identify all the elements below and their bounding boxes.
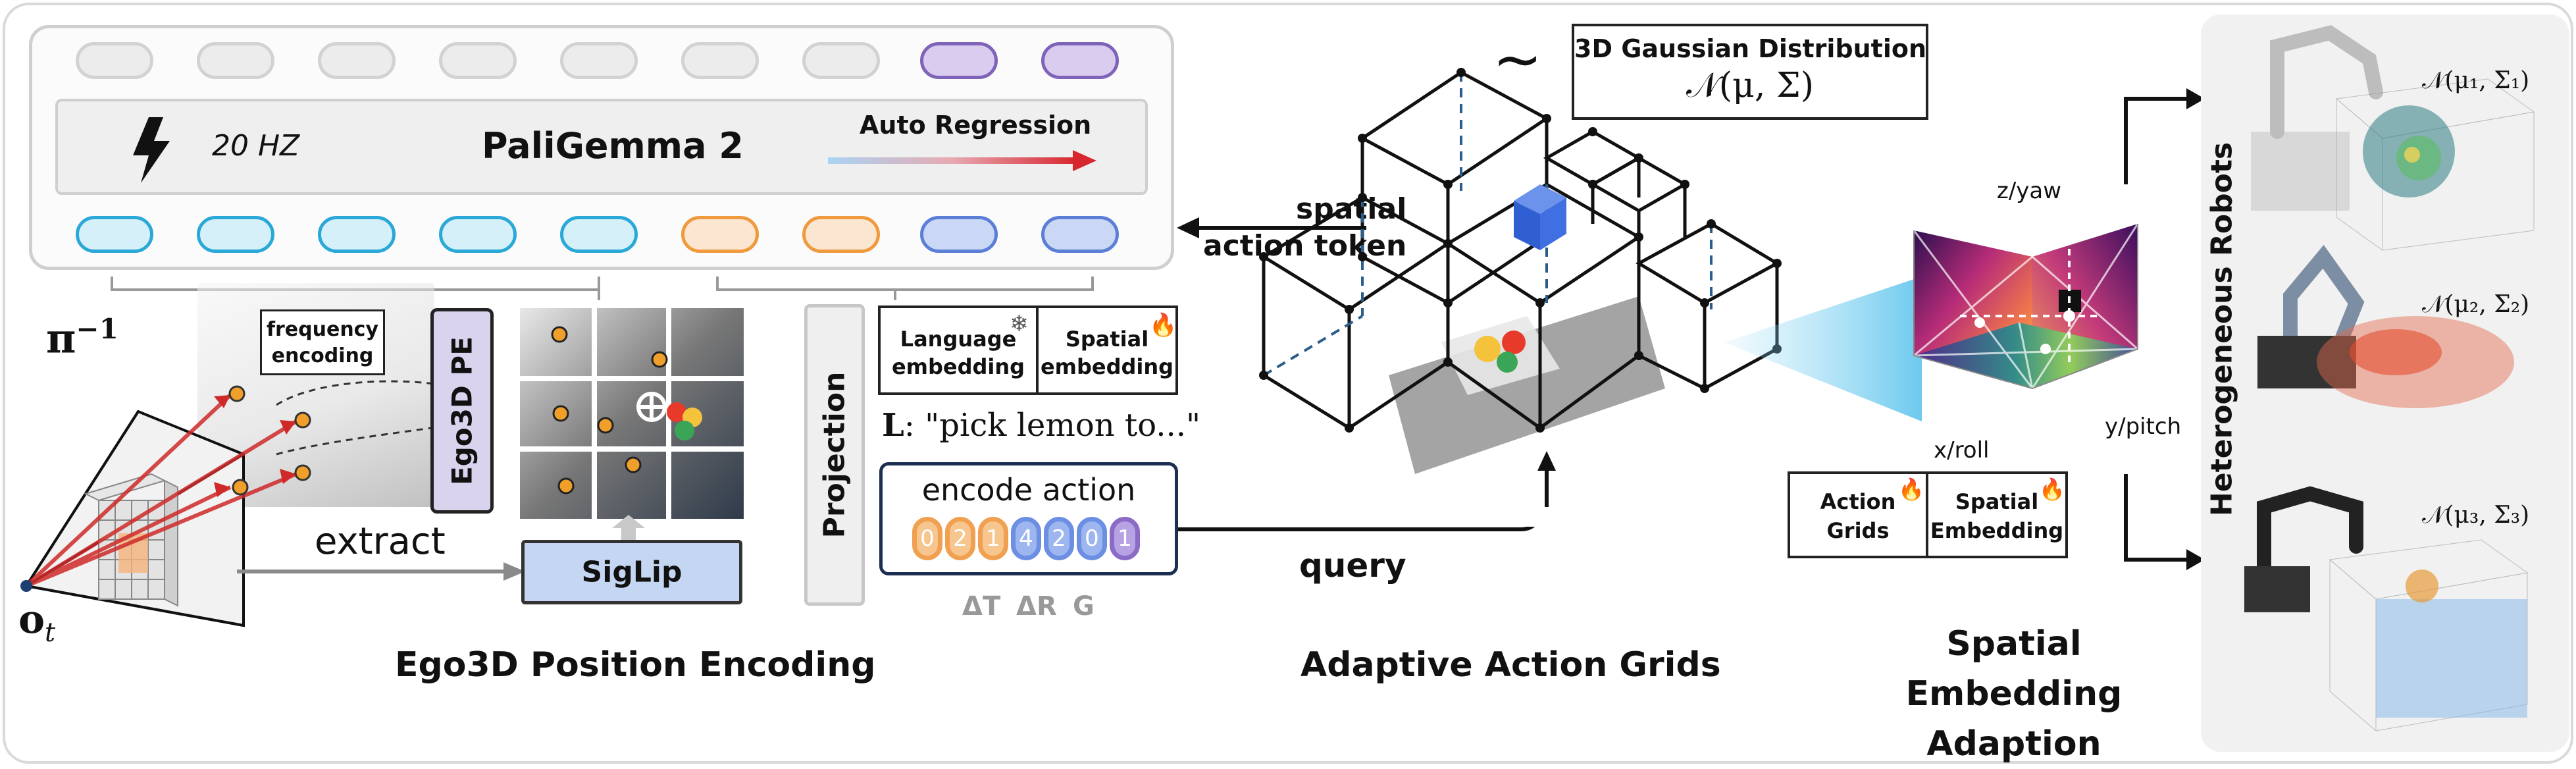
action-token: 0: [912, 517, 942, 560]
inverse-projection-symbol: π−1: [46, 313, 118, 363]
axis-z-label: z/yaw: [1997, 178, 2062, 204]
output-action-token: [920, 42, 998, 79]
instruction-text: L: "pick lemon to...": [882, 407, 1200, 444]
adaption-embedding-box: Action Grids 🔥 Spatial Embedding 🔥: [1788, 471, 2068, 558]
siglip-label: SigLip: [581, 555, 683, 589]
projection-label: Projection: [817, 371, 852, 539]
camera-frustum-diagram: [20, 385, 311, 627]
ego3d-pe-box: Ego3D PE: [430, 308, 494, 514]
selected-grid-cell: [1514, 184, 1566, 250]
instruction-prefix: L: [882, 407, 904, 444]
adaptive-grid-cubes: [1259, 68, 1782, 507]
action-token: 0: [1077, 517, 1107, 560]
query-label: query: [1299, 546, 1406, 585]
figure-frame: [3, 3, 2573, 764]
ego3d-section-title: Ego3D Position Encoding: [395, 645, 876, 685]
axis-y-label: y/pitch: [2105, 413, 2182, 440]
paligemma-bar: [55, 99, 1148, 195]
axis-x-label: x/roll: [1934, 437, 1990, 464]
pi-superscript: −1: [76, 313, 118, 345]
extract-label: extract: [315, 520, 446, 563]
action-token: 1: [1110, 517, 1140, 560]
extract-arrow-icon: [237, 562, 525, 581]
output-token-placeholder: [802, 42, 880, 79]
instruction-body: : "pick lemon to...": [904, 407, 1201, 444]
input-image-token: [560, 216, 638, 253]
observation-subscript: t: [45, 618, 56, 648]
robot-2-distribution: 𝒩(μ₂, Σ₂): [2422, 291, 2530, 318]
output-token-placeholder: [560, 42, 638, 79]
auto-regression-arrow-icon: [828, 150, 1096, 171]
gripper-label: G: [1073, 591, 1095, 622]
siglip-box: SigLip: [521, 540, 742, 604]
action-grids-cell: Action Grids 🔥: [1790, 474, 1928, 556]
observation-label: ot: [18, 597, 55, 648]
gaussian-box: 3D Gaussian Distribution 𝒩(μ, Σ): [1572, 24, 1928, 120]
input-image-token: [439, 216, 517, 253]
pi-label: π: [46, 314, 76, 363]
action-grids-section-title: Adaptive Action Grids: [1301, 645, 1721, 685]
adaption-section-title: Spatial Embedding Adaption: [1905, 624, 2123, 764]
delta-r-label: ΔR: [1016, 591, 1057, 622]
flame-icon: 🔥: [2039, 477, 2065, 502]
output-token-placeholder: [439, 42, 517, 79]
action-token: 2: [945, 517, 975, 560]
robot-2: [2257, 245, 2514, 408]
input-image-token: [318, 216, 396, 253]
input-language-token: [802, 216, 880, 253]
frequency-label: 20 HZ: [212, 129, 300, 163]
output-action-token: [1041, 42, 1119, 79]
gaussian-title: 3D Gaussian Distribution: [1574, 34, 1927, 63]
action-token: 2: [1044, 517, 1074, 560]
snowflake-icon: ❄: [1010, 311, 1029, 337]
action-grids-label: Action Grids: [1820, 489, 1896, 543]
robot-illustrations: [2244, 25, 2535, 732]
spatial-token-arrow-icon: [1177, 217, 1366, 238]
robot-1-distribution: 𝒩(μ₁, Σ₁): [2422, 67, 2530, 94]
robot-3-distribution: 𝒩(μ₃, Σ₃): [2422, 502, 2530, 529]
action-token: 4: [1011, 517, 1041, 560]
spatial-heatmap-cube: [1913, 223, 2139, 390]
model-name: PaliGemma 2: [482, 125, 744, 167]
projection-beam: [1724, 277, 1922, 421]
action-token: 1: [978, 517, 1008, 560]
flame-icon: 🔥: [1898, 477, 1924, 502]
flame-icon: 🔥: [1149, 312, 1177, 338]
language-embedding-cell: Language embedding ❄: [881, 308, 1039, 392]
output-token-placeholder: [318, 42, 396, 79]
input-image-token: [197, 216, 274, 253]
tilde-symbol: ∼: [1493, 25, 1543, 94]
frequency-encoding-connector: [276, 380, 481, 456]
observation-symbol: o: [18, 597, 45, 643]
embedding-box: Language embedding ❄ Spatial embedding 🔥: [878, 305, 1178, 395]
robot-3: [2244, 486, 2529, 732]
up-arrow-icon: [612, 515, 645, 541]
adaption-spatial-label: Spatial Embedding: [1930, 489, 2064, 543]
robots-title: Heterogeneous Robots: [2205, 142, 2239, 517]
input-language-token: [681, 216, 759, 253]
branch-arrows: [2124, 88, 2205, 570]
projection-box: Projection: [804, 304, 865, 606]
robot-1: [2251, 25, 2535, 251]
gaussian-formula: 𝒩(μ, Σ): [1686, 66, 1814, 105]
query-arrow-icon: [1178, 527, 1535, 531]
spatial-embedding-cell: Spatial embedding 🔥: [1039, 308, 1177, 392]
ego3d-pe-label: Ego3D PE: [446, 336, 478, 485]
encode-action-label: encode action: [921, 472, 1136, 508]
patch-grid-lines: [520, 308, 744, 519]
input-spatial-token: [1041, 216, 1119, 253]
input-spatial-token: [920, 216, 998, 253]
spatial-embedding-label: Spatial embedding: [1040, 327, 1174, 379]
output-token-placeholder: [76, 42, 153, 79]
language-embedding-label: Language embedding: [891, 327, 1025, 379]
delta-t-label: ΔT: [962, 591, 1001, 622]
output-token-placeholder: [681, 42, 759, 79]
input-image-token: [76, 216, 153, 253]
lightning-icon: [133, 117, 170, 183]
auto-regression-label: Auto Regression: [860, 111, 1092, 140]
image-patch-grid: [520, 308, 744, 519]
frequency-encoding-box: frequency encoding: [260, 309, 385, 375]
adaption-spatial-cell: Spatial Embedding 🔥: [1928, 474, 2065, 556]
output-token-placeholder: [197, 42, 274, 79]
